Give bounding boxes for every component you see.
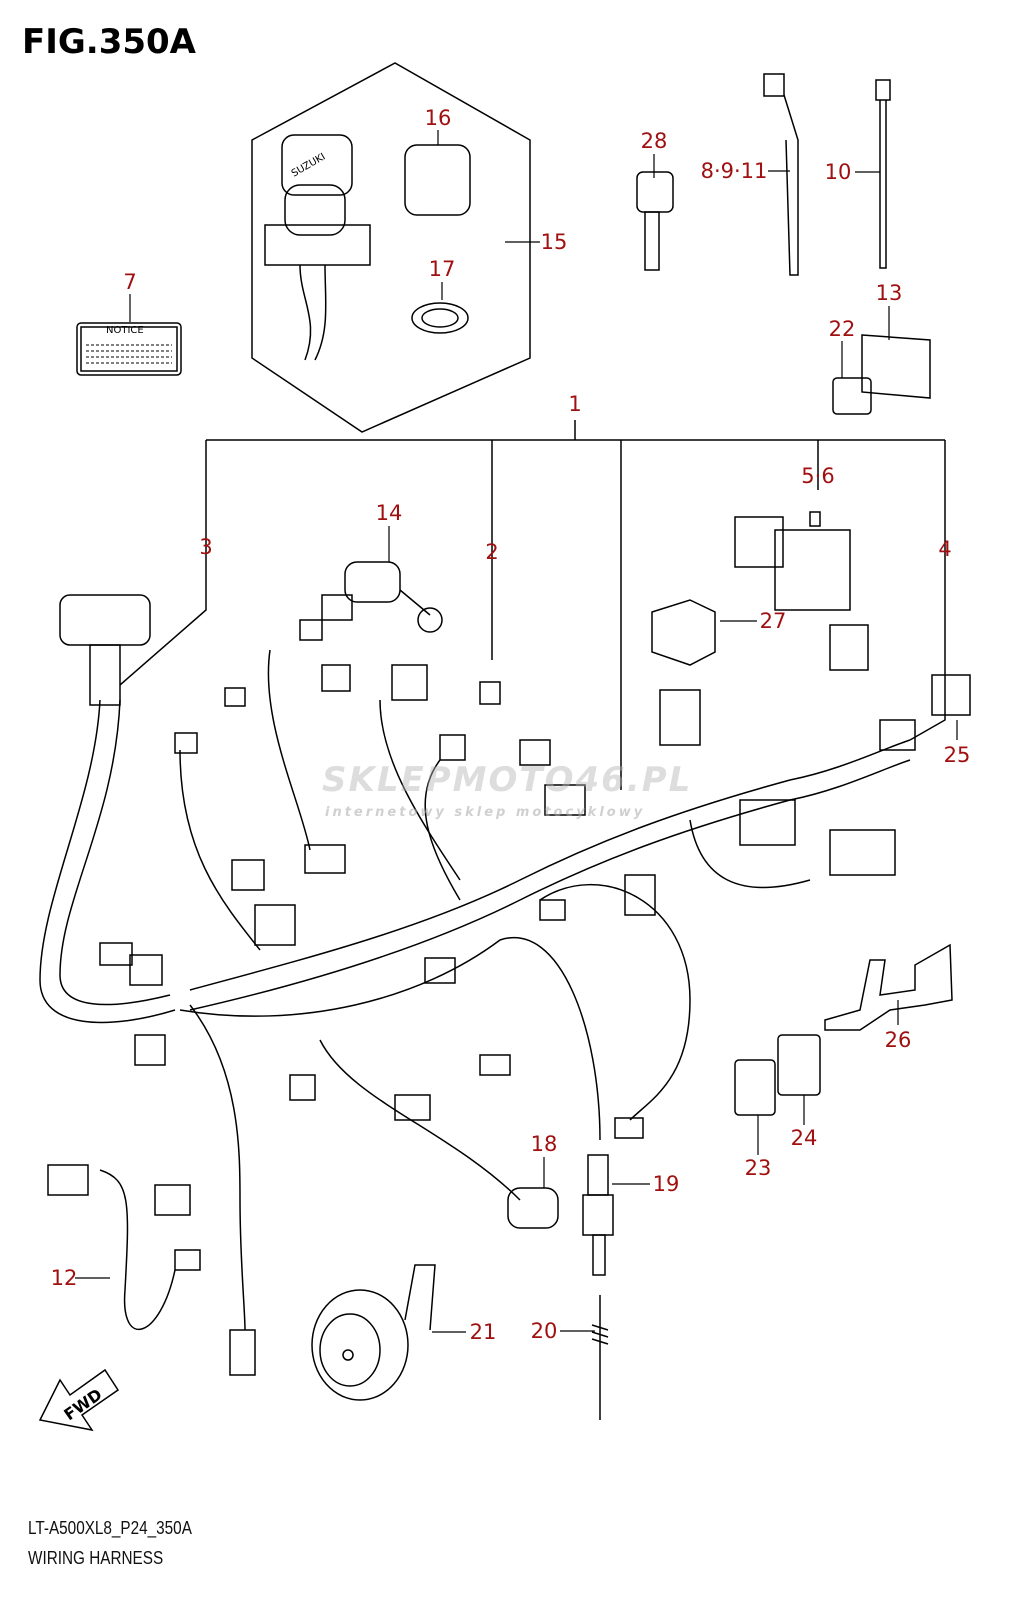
part-label: 24 bbox=[790, 1126, 818, 1150]
part-label: 3 bbox=[199, 535, 213, 559]
part-label: 19 bbox=[652, 1172, 680, 1196]
part-label: 1 bbox=[568, 392, 582, 416]
watermark-tagline: internetowy sklep motocyklowy bbox=[325, 805, 646, 820]
part-label: 8·9·11 bbox=[700, 159, 768, 183]
part-label: 22 bbox=[828, 317, 856, 341]
connector-23 bbox=[734, 1059, 776, 1116]
horn-21 bbox=[311, 1264, 436, 1401]
part-label: 5·6 bbox=[801, 464, 835, 488]
part-label: 17 bbox=[428, 257, 456, 281]
part-label: 14 bbox=[375, 501, 403, 525]
fwd-arrow-icon bbox=[38, 1368, 120, 1432]
wiring-harness-main bbox=[39, 594, 911, 1331]
relay-bracket bbox=[832, 334, 931, 415]
spring-20 bbox=[591, 1295, 609, 1420]
part-label: 25 bbox=[943, 743, 971, 767]
fuse-box bbox=[734, 511, 851, 611]
ignition-switch bbox=[264, 134, 371, 361]
part-label: 10 bbox=[824, 160, 852, 184]
cable-tie-long bbox=[763, 73, 799, 276]
notice-label-part bbox=[76, 322, 182, 376]
watermark: SKLEPMOTO46.PL bbox=[322, 760, 693, 800]
part-label: 20 bbox=[530, 1319, 558, 1343]
key-cap bbox=[404, 144, 471, 216]
connector-24 bbox=[777, 1034, 821, 1096]
bracket-26 bbox=[824, 943, 953, 1031]
part-label: 15 bbox=[540, 230, 568, 254]
part-label: 28 bbox=[640, 129, 668, 153]
part-label: 4 bbox=[938, 537, 952, 561]
part-label: 18 bbox=[530, 1132, 558, 1156]
figure-name: WIRING HARNESS bbox=[28, 1548, 164, 1568]
sensor-18 bbox=[507, 1187, 559, 1229]
assembly-bracket-1 bbox=[119, 420, 946, 790]
part-label: 16 bbox=[424, 106, 452, 130]
main-switch-14 bbox=[321, 561, 443, 633]
relay-27 bbox=[651, 599, 716, 666]
part-label: 23 bbox=[744, 1156, 772, 1180]
connectors bbox=[47, 619, 971, 1376]
figure-code: LT-A500XL8_P24_350A bbox=[28, 1518, 192, 1538]
key bbox=[636, 171, 674, 271]
part-label: 27 bbox=[759, 609, 787, 633]
ignition-kit-box bbox=[251, 62, 531, 433]
part-label: 12 bbox=[50, 1266, 78, 1290]
part-label: 7 bbox=[123, 270, 137, 294]
notice-text: NOTICE bbox=[106, 325, 144, 336]
leader-lines bbox=[75, 130, 958, 1333]
part-label: 2 bbox=[485, 540, 499, 564]
seal-ring bbox=[411, 302, 469, 334]
cable-tie-short bbox=[875, 79, 891, 269]
part-label: 21 bbox=[469, 1320, 497, 1344]
figure-title: FIG.350A bbox=[22, 22, 196, 62]
part-label: 13 bbox=[875, 281, 903, 305]
oxygen-sensor-19 bbox=[582, 1154, 614, 1276]
part-label: 26 bbox=[884, 1028, 912, 1052]
